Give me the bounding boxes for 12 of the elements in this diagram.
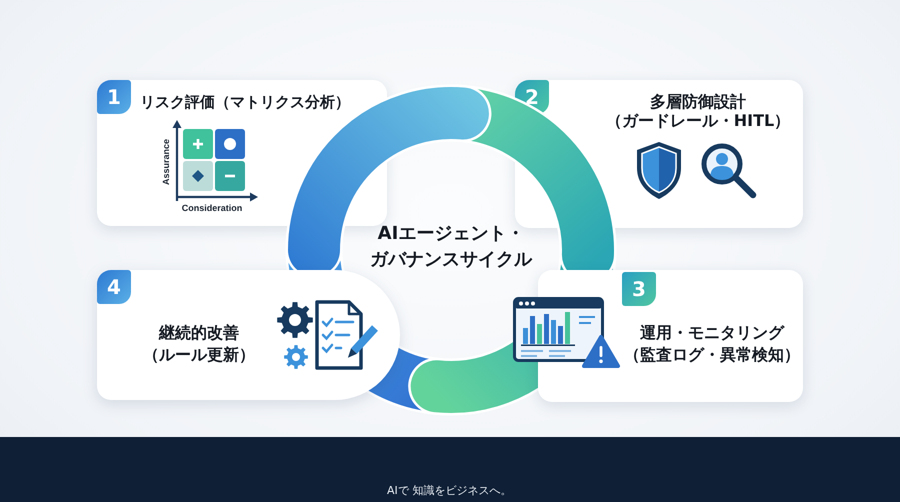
step-number-badge: 4 <box>97 270 131 304</box>
tagline: AIで 知識をビジネスへ。 <box>387 484 512 498</box>
step-number-badge: 1 <box>97 80 131 114</box>
step-title: 運用・モニタリング（監査ログ・異常検知） <box>624 322 800 366</box>
step-number-badge: 3 <box>622 272 656 306</box>
step-card <box>97 270 400 400</box>
step-title: リスク評価（マトリクス分析） <box>140 92 351 113</box>
step-title: 多層防御設計（ガードレール・HITL） <box>605 92 791 130</box>
cycle-title: AIエージェント・ガバナンスサイクル <box>370 222 532 272</box>
axis-label: Assurance <box>161 138 171 186</box>
step-title: 継続的改善（ルール更新） <box>142 322 256 366</box>
axis-label: Consideration <box>182 203 242 213</box>
